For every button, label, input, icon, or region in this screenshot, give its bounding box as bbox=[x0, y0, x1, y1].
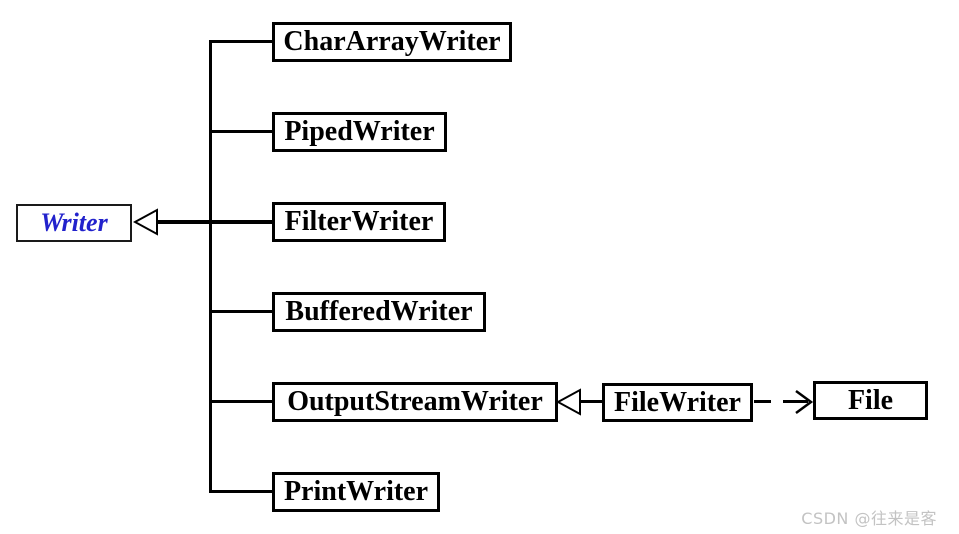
line-filewriter-to-osw bbox=[579, 400, 602, 403]
node-piped-writer: PipedWriter bbox=[272, 112, 447, 152]
node-char-array-writer: CharArrayWriter bbox=[272, 22, 512, 62]
inheritance-triangle-arrow-icon bbox=[556, 388, 581, 416]
branch-line-buffered-writer bbox=[209, 310, 272, 313]
node-file-writer: FileWriter bbox=[602, 383, 753, 422]
branch-line-piped-writer bbox=[209, 130, 272, 133]
dashed-line-segment-1 bbox=[754, 400, 771, 403]
branch-line-output-stream-writer bbox=[209, 400, 272, 403]
node-buffered-writer: BufferedWriter bbox=[272, 292, 486, 332]
node-print-writer: PrintWriter bbox=[272, 472, 440, 512]
branch-line-print-writer bbox=[209, 490, 272, 493]
branch-line-char-array-writer bbox=[209, 40, 272, 43]
watermark: CSDN @往来是客 bbox=[801, 509, 937, 528]
main-inheritance-line-to-writer bbox=[156, 220, 272, 224]
dependency-open-arrow-icon bbox=[795, 389, 814, 415]
node-file: File bbox=[813, 381, 928, 420]
node-writer: Writer bbox=[16, 204, 132, 242]
inheritance-triangle-arrow-icon bbox=[133, 208, 158, 236]
trunk-vertical-line bbox=[209, 41, 212, 493]
node-output-stream-writer: OutputStreamWriter bbox=[272, 382, 558, 422]
dashed-line-segment-2 bbox=[783, 400, 808, 403]
node-filter-writer: FilterWriter bbox=[272, 202, 446, 242]
